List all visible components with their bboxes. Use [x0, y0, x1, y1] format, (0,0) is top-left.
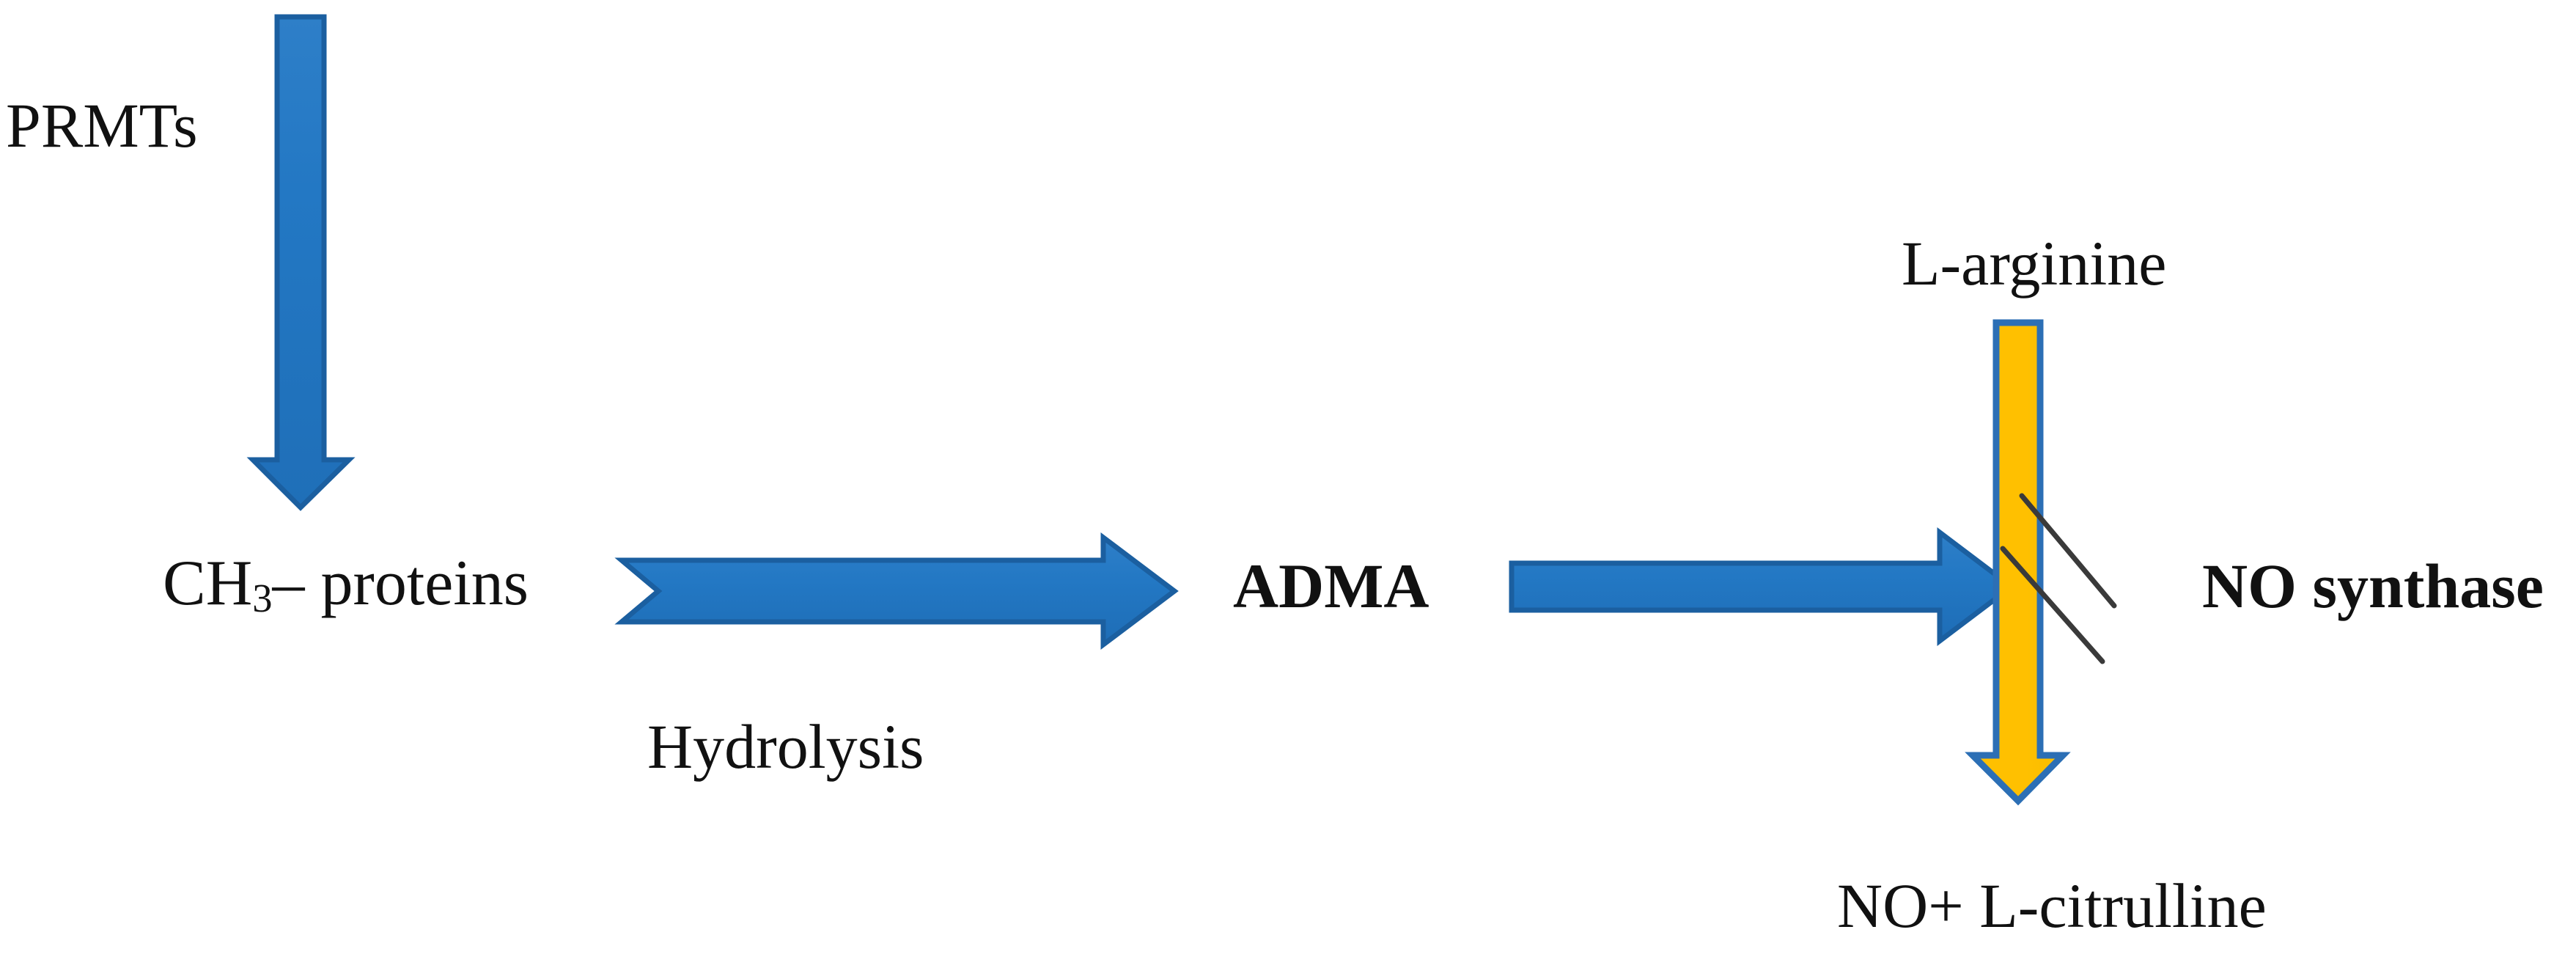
label-l-arginine: L-arginine	[1902, 228, 2167, 298]
adma-inhibition-arrow	[1509, 527, 2016, 647]
hydrolysis-right-arrow	[614, 532, 1179, 650]
label-no-citrulline: NO+ L-citrulline	[1837, 870, 2267, 941]
ch3-prefix: CH	[163, 548, 253, 619]
ch3-subscript: 3	[252, 575, 273, 620]
ch3-suffix: – proteins	[272, 548, 529, 619]
label-ch3-proteins: CH3– proteins	[163, 551, 529, 618]
label-adma: ADMA	[1233, 551, 1429, 621]
double-slash-inhibition	[2000, 493, 2117, 664]
label-prmts: PRMTs	[6, 90, 198, 161]
prmts-down-arrow	[246, 14, 356, 511]
label-hydrolysis: Hydrolysis	[647, 711, 924, 782]
label-no-synthase: NO synthase	[2202, 551, 2544, 621]
